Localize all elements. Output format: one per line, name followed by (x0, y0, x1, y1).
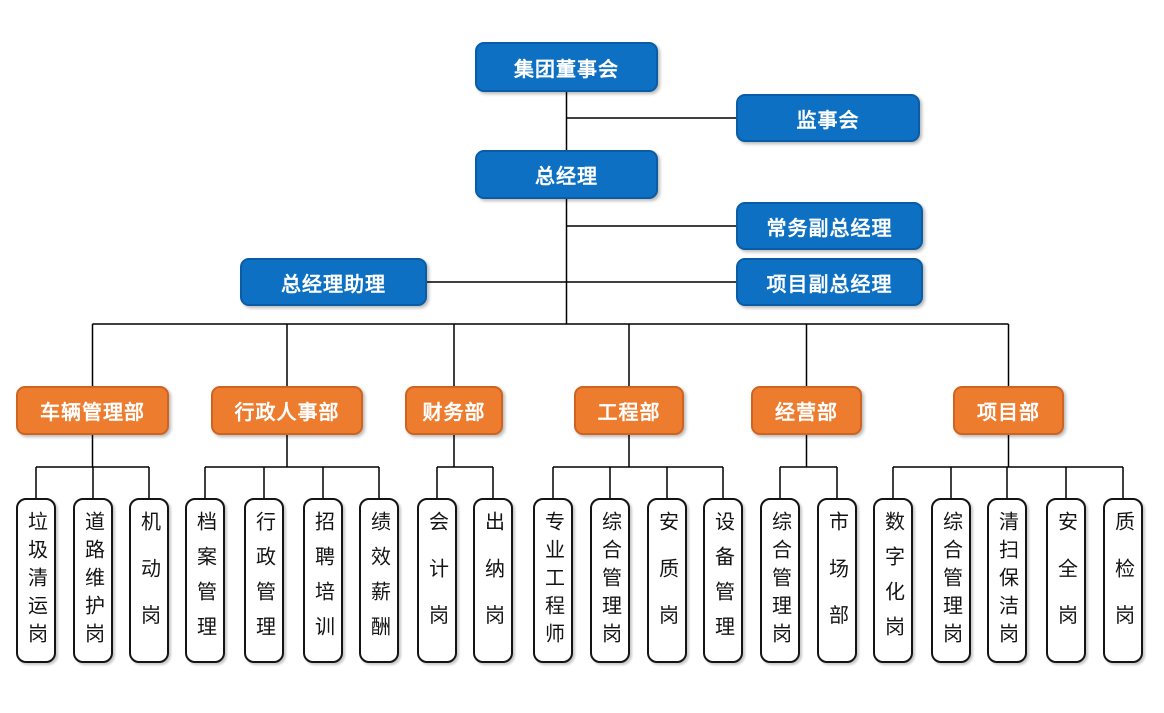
org-post-finance-1: 会计岗 (417, 498, 457, 663)
org-post-project-5: 质检岗 (1103, 498, 1143, 663)
org-post-hr-3: 招聘培训 (303, 498, 343, 663)
org-post-hr-1: 档案管理 (185, 498, 225, 663)
org-node-gm_assistant: 总经理助理 (240, 258, 427, 306)
org-post-finance-2: 出纳岗 (473, 498, 513, 663)
org-post-label: 数字化岗 (881, 510, 904, 651)
org-node-board: 集团董事会 (475, 42, 658, 92)
org-post-project-2: 综合管理岗 (931, 498, 971, 663)
org-post-label: 道路维护岗 (81, 510, 104, 651)
org-post-label: 机动岗 (137, 510, 160, 651)
org-node-hr-label: 行政人事部 (234, 402, 340, 424)
org-post-label: 专业工程师 (541, 510, 564, 651)
org-node-finance: 财务部 (405, 386, 503, 435)
org-post-label: 质检岗 (1111, 510, 1134, 651)
org-post-vehicle-3: 机动岗 (129, 498, 169, 663)
org-post-project-3: 清扫保洁岗 (987, 498, 1027, 663)
org-node-gm: 总经理 (475, 150, 658, 199)
org-node-board-label: 集团董事会 (514, 58, 619, 81)
org-post-label: 会计岗 (425, 510, 448, 651)
org-post-engineering-1: 专业工程师 (533, 498, 573, 663)
org-post-label: 出纳岗 (481, 510, 504, 651)
org-post-engineering-2: 综合管理岗 (590, 498, 630, 663)
org-post-label: 绩效薪酬 (367, 510, 390, 651)
org-post-label: 市场部 (825, 510, 848, 651)
org-post-label: 档案管理 (193, 510, 216, 651)
org-node-operations: 经营部 (751, 386, 862, 435)
org-post-vehicle-2: 道路维护岗 (73, 498, 113, 663)
org-node-deputy_gm_executive: 常务副总经理 (736, 202, 923, 250)
org-post-hr-4: 绩效薪酬 (359, 498, 399, 663)
org-node-hr: 行政人事部 (211, 386, 363, 435)
org-node-gm-label: 总经理 (535, 166, 598, 188)
org-post-project-4: 安全岗 (1046, 498, 1086, 663)
org-node-engineering: 工程部 (574, 386, 684, 435)
org-post-label: 行政管理 (252, 510, 275, 651)
org-post-label: 安质岗 (655, 510, 678, 651)
org-post-operations-2: 市场部 (817, 498, 857, 663)
org-post-operations-1: 综合管理岗 (760, 498, 800, 663)
org-post-label: 综合管理岗 (598, 510, 621, 651)
org-node-project-label: 项目部 (977, 402, 1040, 424)
org-node-project: 项目部 (953, 386, 1064, 435)
org-post-label: 综合管理岗 (768, 510, 791, 651)
org-post-label: 综合管理岗 (939, 510, 962, 651)
org-node-engineering-label: 工程部 (597, 402, 661, 424)
org-node-deputy_gm_project: 项目副总经理 (736, 258, 923, 306)
org-node-operations-label: 经营部 (775, 402, 838, 424)
org-node-finance-label: 财务部 (422, 402, 486, 424)
org-node-vehicle: 车辆管理部 (16, 386, 169, 435)
org-post-label: 设备管理 (711, 510, 734, 651)
org-node-deputy_gm_executive-label: 常务副总经理 (766, 217, 893, 240)
org-node-supervisory: 监事会 (736, 94, 920, 142)
org-node-vehicle-label: 车辆管理部 (40, 402, 145, 424)
org-post-label: 垃圾清运岗 (24, 510, 47, 651)
org-post-label: 清扫保洁岗 (995, 510, 1018, 651)
org-post-label: 招聘培训 (311, 510, 334, 651)
org-post-project-1: 数字化岗 (873, 498, 913, 663)
org-node-deputy_gm_project-label: 项目副总经理 (766, 273, 893, 296)
org-post-engineering-3: 安质岗 (647, 498, 687, 663)
org-node-gm_assistant-label: 总经理助理 (281, 273, 386, 296)
org-node-supervisory-label: 监事会 (796, 109, 860, 132)
org-post-label: 安全岗 (1054, 510, 1077, 651)
org-post-vehicle-1: 垃圾清运岗 (16, 498, 56, 663)
org-post-hr-2: 行政管理 (244, 498, 284, 663)
org-post-engineering-4: 设备管理 (703, 498, 743, 663)
